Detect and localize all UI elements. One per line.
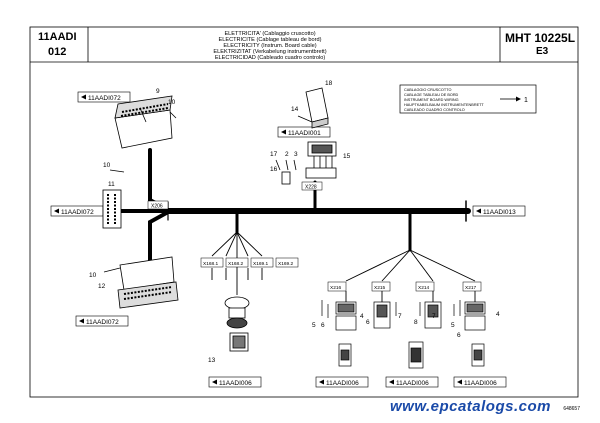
callout-4b: 4	[496, 311, 500, 318]
ref-tag-1: 11AADI072	[88, 95, 121, 102]
model-variant: E3	[536, 46, 549, 57]
diagram-code-line-1: 11AADI	[38, 31, 77, 43]
relay-module	[297, 87, 337, 179]
connector-x169-1: X169.1	[253, 261, 269, 267]
callout-6a: 6	[321, 322, 325, 329]
callout-14: 14	[291, 106, 299, 113]
ref-tag-4: 11AADI013	[483, 209, 516, 216]
connector-x215: X215	[374, 285, 386, 291]
diagram-code-line-2: 012	[48, 46, 67, 58]
ref-tag-5: 11AADI072	[86, 319, 119, 326]
title-line-de: ELEKTRIZITAT (Verkabelung instrumentbret…	[213, 49, 326, 55]
connector-labels: X206 X228 X168.1 X168.2 X169.1 X169.2 X2…	[147, 181, 482, 292]
title-line-en: ELECTRICITY (Instrum. Board cable)	[223, 43, 316, 49]
legend-line-5: CABLEADO CUADRO CONTROLO	[404, 108, 465, 112]
legend-line-4: HAUPTKABELBAUM INSTRUMENTENBRETT	[404, 103, 484, 107]
callout-7b: 7	[432, 313, 436, 320]
upper-left-connector	[114, 95, 177, 149]
connector-x206: X206	[151, 204, 163, 210]
callout-17: 17	[270, 151, 278, 158]
legend-line-2: CABLAGE TABLEAU DE BORD	[404, 93, 459, 97]
connector-x214: X214	[418, 285, 430, 291]
switch-assembly	[224, 296, 250, 352]
callout-18: 18	[325, 80, 333, 87]
title-frame	[29, 26, 579, 398]
title-line-fr: ELECTRICITE (Cablage tableau de bord)	[219, 37, 322, 43]
legend-box: CABLAGGIO CRUSCOTTO CABLAGE TABLEAU DE B…	[399, 84, 537, 114]
ref-tag-2: 11AADI001	[288, 130, 321, 137]
callout-10c: 10	[89, 272, 97, 279]
lower-left-connector	[117, 256, 179, 309]
callout-9: 9	[156, 88, 160, 95]
connector-x169-2: X169.2	[278, 261, 294, 267]
ref-tag-6: 11AADI006	[219, 380, 252, 387]
watermark: www.epcatalogs.com	[390, 398, 551, 415]
ref-tag-3: 11AADI072	[61, 209, 94, 216]
terminal-parts	[103, 107, 297, 273]
ref-tag-7: 11AADI006	[326, 380, 359, 387]
connector-x228: X228	[305, 185, 317, 191]
reference-tags: 11AADI072 11AADI001 11AADI072 11AADI013 …	[50, 91, 526, 388]
title-line-es: ELECTRICIDAD (Cableado cuadro controlo)	[215, 55, 326, 61]
callout-4a: 4	[360, 313, 364, 320]
title-block: ELETTRICITA' (Cablaggio cruscotto) ELECT…	[213, 31, 326, 61]
callout-13: 13	[208, 357, 216, 364]
title-line-it: ELETTRICITA' (Cablaggio cruscotto)	[224, 31, 315, 37]
rocker-switches	[321, 300, 486, 369]
callout-3: 3	[294, 151, 298, 158]
callout-15: 15	[343, 153, 351, 160]
callout-5b: 5	[451, 322, 455, 329]
connector-x168-2: X168.2	[228, 261, 244, 267]
callout-6b: 6	[366, 319, 370, 326]
legend-line-1: CABLAGGIO CRUSCOTTO	[404, 88, 451, 92]
callout-10b: 10	[103, 162, 111, 169]
connector-x217: X217	[465, 285, 477, 291]
connector-x216: X216	[330, 285, 342, 291]
callout-6c: 6	[457, 332, 461, 339]
legend-line-3: INSTRUMENT BOARD WIRING	[404, 98, 459, 102]
connector-x168-1: X168.1	[203, 261, 219, 267]
ref-tag-8: 11AADI006	[396, 380, 429, 387]
callout-5a: 5	[312, 322, 316, 329]
callout-11: 11	[108, 181, 115, 188]
callout-7a: 7	[398, 313, 402, 320]
main-harness	[118, 148, 471, 272]
callout-numbers: 9 10 10 11 10 12 18 14 17 2 3 16 15 13 5…	[89, 80, 500, 364]
legend-arrow-label: 1	[524, 97, 528, 104]
callout-16: 16	[270, 166, 278, 173]
callout-12: 12	[98, 283, 106, 290]
left-side-connector	[102, 189, 122, 229]
drawing-number: 648657	[563, 406, 580, 412]
ref-tag-9: 11AADI006	[464, 380, 497, 387]
callout-10a: 10	[168, 99, 176, 106]
model-code: MHT 10225L	[505, 31, 576, 45]
callout-8: 8	[414, 319, 418, 326]
callout-2: 2	[285, 151, 289, 158]
